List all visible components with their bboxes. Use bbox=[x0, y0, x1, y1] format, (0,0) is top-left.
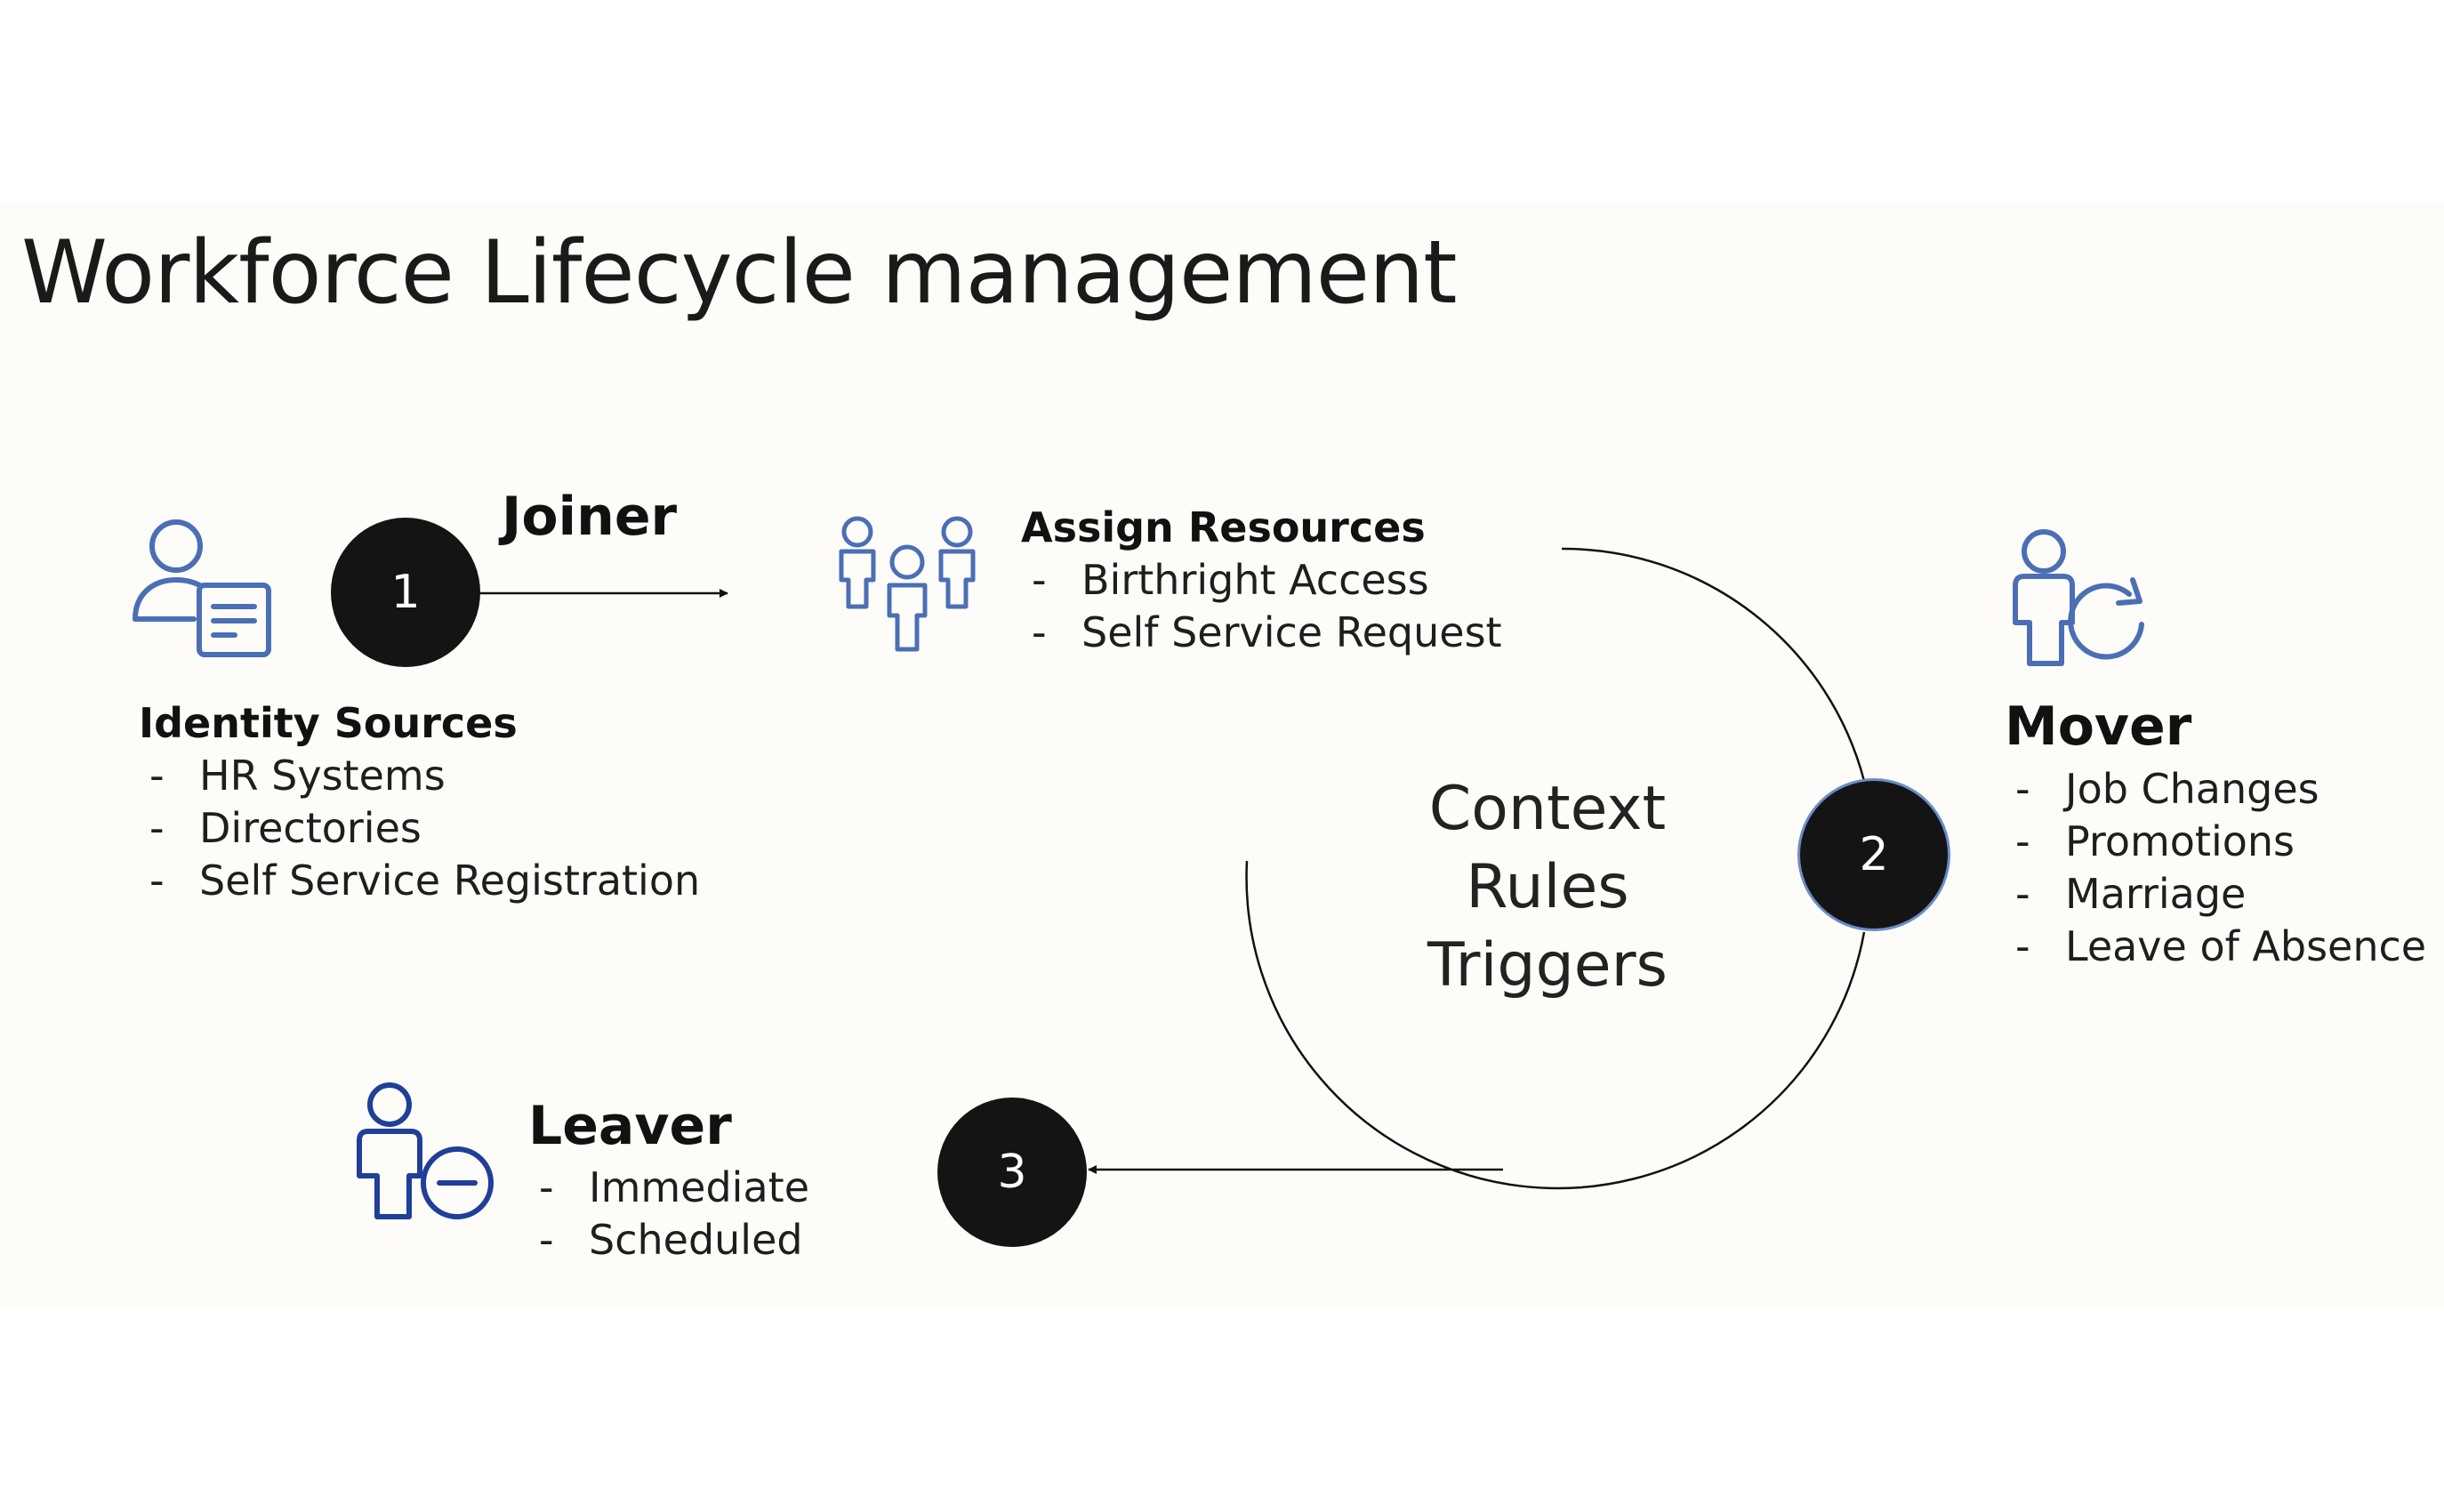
list-item: -Self Service Registration bbox=[149, 857, 701, 905]
leaver-block: Leaver -Immediate -Scheduled bbox=[528, 1090, 809, 1267]
content-band bbox=[0, 203, 2444, 1306]
list-item: -Marriage bbox=[2015, 870, 2247, 918]
step-badge-1: 1 bbox=[331, 518, 480, 667]
leaver-label: Leaver bbox=[528, 1095, 732, 1157]
identity-sources-block: Identity Sources -HR Systems -Directorie… bbox=[139, 697, 700, 907]
center-line-triggers: Triggers bbox=[1427, 930, 1668, 1001]
page-title: Workforce Lifecycle management bbox=[21, 222, 1458, 324]
identity-sources-icon bbox=[133, 519, 271, 657]
list-item: -Leave of Absence bbox=[2015, 922, 2427, 970]
leaver-icon bbox=[357, 1082, 494, 1219]
list-item: -Job Changes bbox=[2015, 765, 2319, 813]
mover-label: Mover bbox=[2005, 696, 2192, 758]
list-item: -Self Service Request bbox=[1032, 608, 1502, 656]
list-item: -Directories bbox=[149, 804, 422, 852]
lifecycle-center-text: Context Rules Triggers bbox=[1370, 770, 1725, 1005]
list-item: -HR Systems bbox=[149, 752, 446, 800]
mover-icon bbox=[2013, 529, 2144, 666]
center-line-context: Context bbox=[1428, 774, 1667, 844]
joiner-label: Joiner bbox=[502, 486, 678, 548]
center-line-rules: Rules bbox=[1466, 852, 1629, 922]
list-item: -Birthright Access bbox=[1032, 556, 1429, 604]
list-item: -Immediate bbox=[539, 1163, 809, 1211]
mover-block: Mover -Job Changes -Promotions -Marriage… bbox=[2005, 690, 2426, 973]
assign-resources-block: Assign Resources -Birthright Access -Sel… bbox=[1021, 502, 1502, 659]
group-icon bbox=[839, 516, 976, 652]
lifecycle-arc bbox=[1245, 547, 1866, 1190]
step-badge-2: 2 bbox=[1800, 781, 1948, 929]
list-item: -Scheduled bbox=[539, 1216, 803, 1264]
list-item: -Promotions bbox=[2015, 817, 2295, 865]
identity-sources-heading: Identity Sources bbox=[139, 699, 518, 747]
assign-resources-heading: Assign Resources bbox=[1021, 503, 1426, 551]
step-badge-3: 3 bbox=[937, 1098, 1087, 1247]
